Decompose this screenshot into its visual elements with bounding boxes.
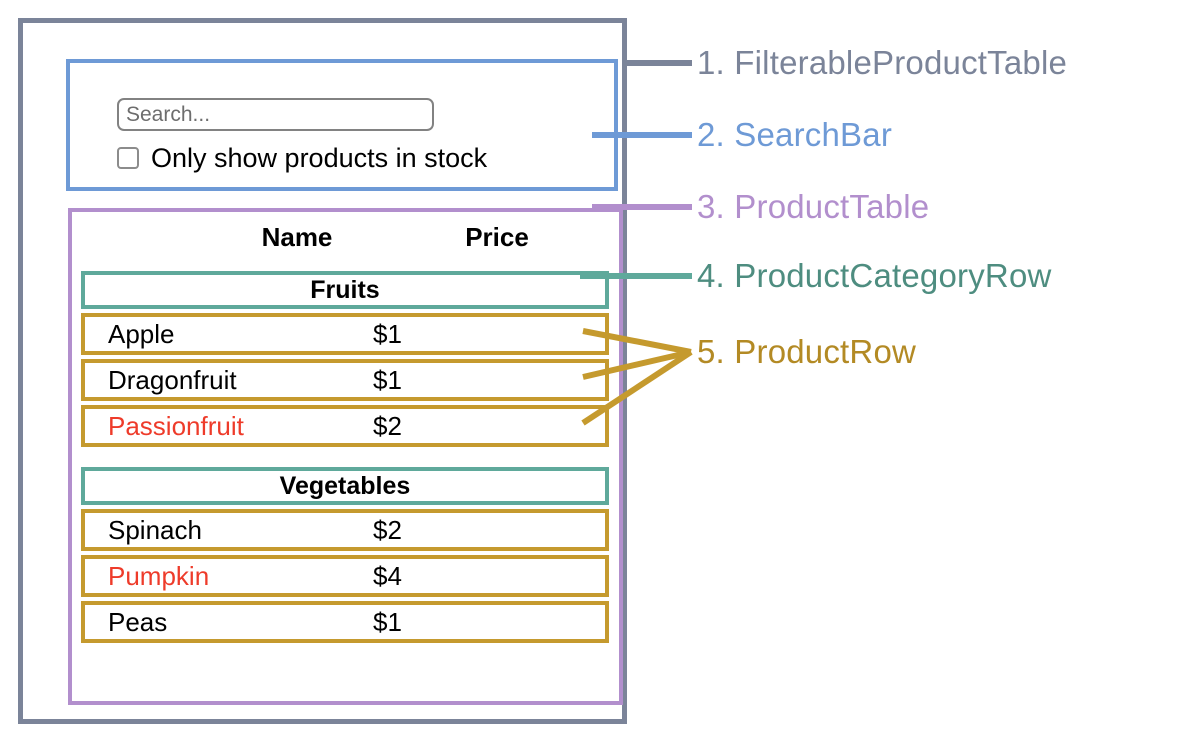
legend-name: FilterableProductTable: [734, 44, 1068, 81]
legend-item-filterable-product-table: 1. FilterableProductTable: [697, 44, 1067, 82]
column-header-price: Price: [465, 222, 529, 252]
product-category-row: Vegetables: [81, 467, 609, 505]
only-in-stock-label: Only show products in stock: [151, 143, 488, 173]
product-price: $2: [373, 411, 402, 441]
product-table-header: Name Price: [72, 222, 619, 262]
stock-filter-row[interactable]: Only show products in stock: [117, 143, 487, 173]
only-in-stock-checkbox[interactable]: [117, 147, 139, 169]
product-price: $1: [373, 319, 402, 349]
legend-item-product-category-row: 4. ProductCategoryRow: [697, 257, 1052, 295]
product-row[interactable]: Apple $1: [81, 313, 609, 355]
legend-item-search-bar: 2. SearchBar: [697, 116, 892, 154]
legend-item-product-table: 3. ProductTable: [697, 188, 929, 226]
legend-item-product-row: 5. ProductRow: [697, 333, 916, 371]
filterable-product-table-container: Only show products in stock Name Price F…: [18, 18, 627, 724]
product-category-label: Vegetables: [279, 472, 411, 500]
product-category-row: Fruits: [81, 271, 609, 309]
legend-name: SearchBar: [734, 116, 893, 153]
legend-number: 3.: [697, 188, 725, 225]
product-name: Pumpkin: [108, 561, 210, 591]
legend-name: ProductRow: [734, 333, 917, 370]
product-name: Spinach: [108, 515, 202, 545]
product-name: Peas: [108, 607, 168, 637]
product-row[interactable]: Dragonfruit $1: [81, 359, 609, 401]
legend-name: ProductCategoryRow: [734, 257, 1052, 294]
product-row[interactable]: Pumpkin $4: [81, 555, 609, 597]
legend-name: ProductTable: [734, 188, 930, 225]
search-bar-container: Only show products in stock: [66, 59, 618, 191]
product-table-body: Fruits Apple $1 Dragonfruit $1 Passionfr…: [81, 271, 609, 647]
legend-number: 1.: [697, 44, 725, 81]
product-price: $2: [373, 515, 402, 545]
legend-number: 5.: [697, 333, 725, 370]
product-name: Apple: [108, 319, 175, 349]
product-category-label: Fruits: [310, 276, 380, 304]
product-price: $1: [373, 365, 402, 395]
product-price: $4: [373, 561, 402, 591]
product-row[interactable]: Spinach $2: [81, 509, 609, 551]
product-name: Dragonfruit: [108, 365, 237, 395]
product-table-container: Name Price Fruits Apple $1 Dragonfruit $…: [68, 208, 623, 705]
product-name: Passionfruit: [108, 411, 244, 441]
column-header-name: Name: [261, 222, 333, 252]
product-price: $1: [373, 607, 402, 637]
category-group-spacer: [81, 451, 609, 467]
legend-number: 4.: [697, 257, 725, 294]
legend-number: 2.: [697, 116, 725, 153]
product-row[interactable]: Passionfruit $2: [81, 405, 609, 447]
product-row[interactable]: Peas $1: [81, 601, 609, 643]
search-input[interactable]: [117, 98, 434, 131]
